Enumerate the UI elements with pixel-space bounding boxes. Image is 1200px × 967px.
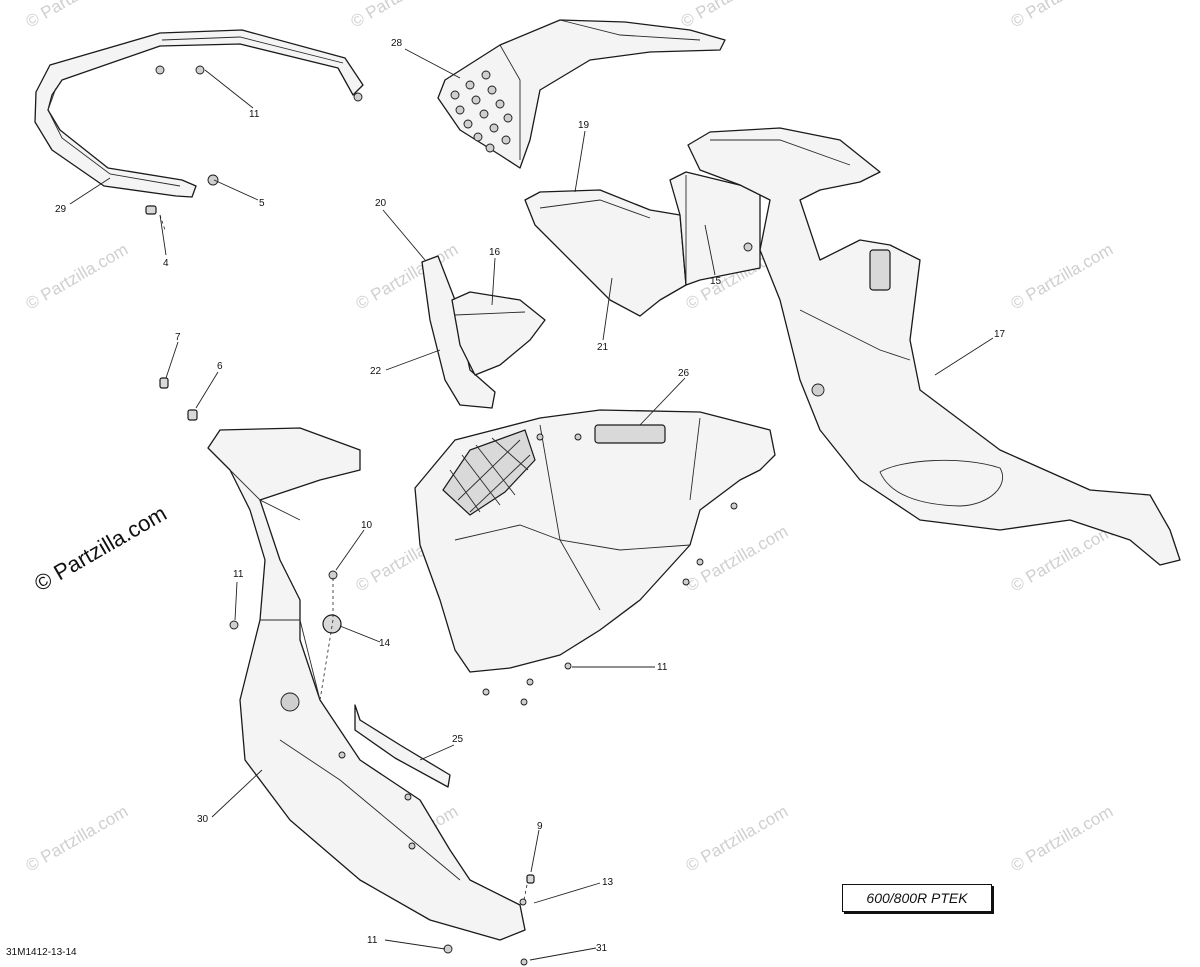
part-26-front-assembly (414, 409, 776, 706)
callout-25: 25 (452, 734, 464, 745)
dashed-line (319, 578, 334, 701)
callout-22: 22 (370, 366, 382, 377)
watermark-tile: © Partzilla.com (1008, 240, 1117, 314)
leader-lines (69, 48, 994, 961)
model-label-box: 600/800R PTEK (842, 884, 992, 912)
callout-17: 17 (994, 329, 1006, 340)
callout-11: 11 (367, 935, 378, 946)
callout-11: 11 (249, 109, 260, 120)
callout-13: 13 (602, 877, 614, 888)
callout-29: 29 (55, 204, 67, 215)
callout-7: 7 (175, 332, 181, 343)
callout-11: 11 (657, 662, 668, 673)
callout-16: 16 (489, 247, 501, 258)
watermark-tile: © Partzilla.com (678, 0, 787, 31)
watermark-tile: © Partzilla.com (1008, 0, 1117, 31)
callout-10: 10 (361, 520, 373, 531)
part-29-bumper (34, 29, 364, 215)
callout-31: 31 (596, 943, 608, 954)
callout-14: 14 (379, 638, 391, 649)
hardware (159, 377, 535, 966)
callout-11: 11 (233, 569, 244, 580)
watermark-tile: © Partzilla.com (23, 0, 132, 31)
callout-19: 19 (578, 120, 590, 131)
watermark-tile: © Partzilla.com (683, 522, 792, 596)
watermark-tile: © Partzilla.com (23, 240, 132, 314)
dashed-line (159, 214, 166, 231)
watermark-tile: © Partzilla.com (23, 802, 132, 876)
callout-26: 26 (678, 368, 690, 379)
part-28-grille-panel (437, 19, 726, 169)
callout-labels: 28 11 29 5 4 19 20 16 15 22 21 17 7 6 26… (55, 38, 1006, 954)
callout-15: 15 (710, 276, 722, 287)
part-19-side-panel (524, 171, 761, 317)
part-20-deflector (421, 255, 546, 409)
reference-code: 31M1412-13-14 (6, 947, 77, 958)
callout-21: 21 (597, 342, 609, 353)
callout-5: 5 (259, 198, 265, 209)
watermark-tile: © Partzilla.com (1008, 522, 1117, 596)
watermark-tile: © Partzilla.com (348, 0, 457, 31)
callout-30: 30 (197, 814, 209, 825)
callout-4: 4 (163, 258, 169, 269)
part-30-lower-panel (207, 427, 526, 941)
watermark-tile: © Partzilla.com (1008, 802, 1117, 876)
watermark-main: © Partzilla.com (30, 501, 171, 597)
callout-28: 28 (391, 38, 403, 49)
dashed-line (523, 884, 528, 901)
callout-6: 6 (217, 361, 223, 372)
watermark-tile: © Partzilla.com (683, 802, 792, 876)
model-label: 600/800R PTEK (866, 890, 968, 906)
part-17-right-panel (687, 127, 1181, 566)
grille-holes (450, 70, 513, 153)
callout-20: 20 (375, 198, 387, 209)
callout-9: 9 (537, 821, 543, 832)
